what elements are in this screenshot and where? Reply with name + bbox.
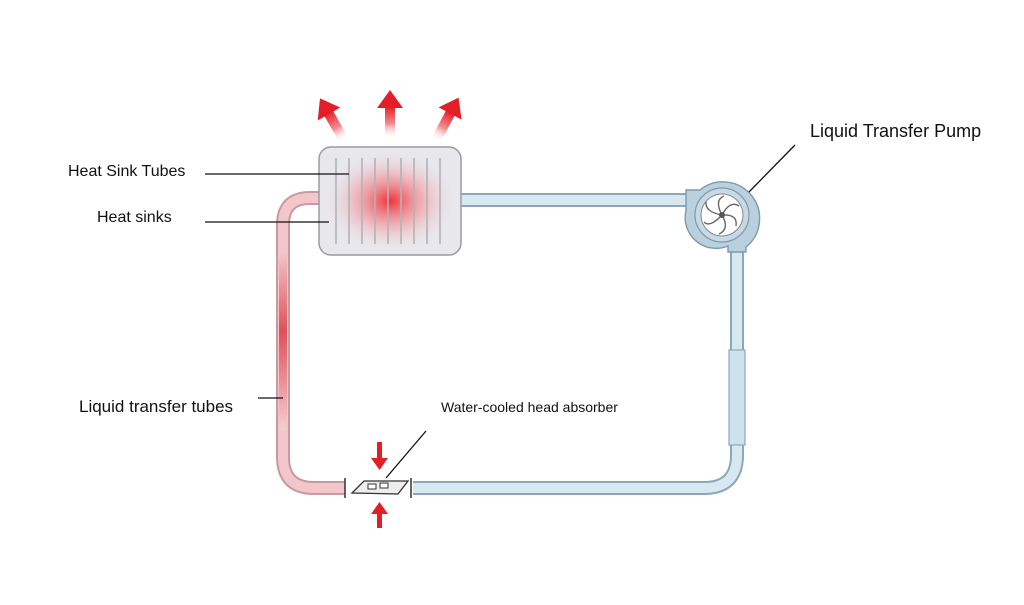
absorber xyxy=(344,442,412,528)
radiator xyxy=(318,146,462,256)
label-heat-sinks: Heat sinks xyxy=(97,209,172,226)
heat-arrow-icon xyxy=(317,98,349,143)
heat-in-arrow-icon xyxy=(371,442,388,470)
leader-absorber xyxy=(385,430,427,479)
heat-in-arrow-icon xyxy=(371,502,388,528)
heat-arrow-icon xyxy=(431,97,462,143)
liquid-loop-tubes xyxy=(276,191,746,495)
heat-sink-fins xyxy=(335,158,441,244)
label-liquid-transfer-pump: Liquid Transfer Pump xyxy=(810,121,982,141)
pump xyxy=(684,181,761,253)
label-water-cooled-head-absorber: Water-cooled head absorber xyxy=(441,399,618,415)
tube-coupling xyxy=(728,349,746,446)
heat-dissipation-arrows xyxy=(317,90,462,143)
label-heat-sink-tubes: Heat Sink Tubes xyxy=(68,163,186,180)
leader-lines xyxy=(205,144,796,479)
tube-pump-to-absorber xyxy=(413,236,744,495)
leader-pump xyxy=(748,144,796,193)
label-liquid-transfer-tubes: Liquid transfer tubes xyxy=(79,397,234,416)
heat-arrow-icon xyxy=(377,90,403,138)
